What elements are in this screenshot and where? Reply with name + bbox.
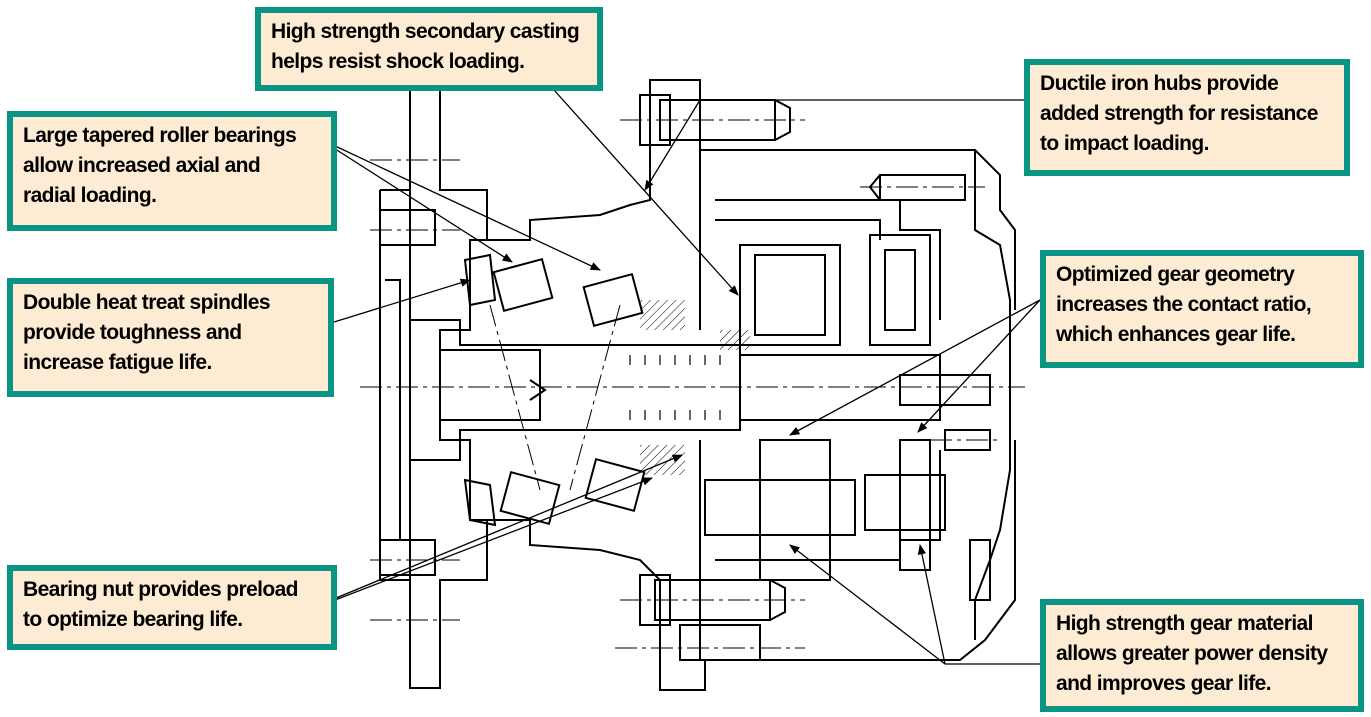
splines: [629, 355, 721, 420]
callout-heat-treat-spindles: Double heat treat spindles provide tough…: [7, 278, 334, 397]
callout-line: which enhances gear life.: [1056, 323, 1296, 346]
spindle-bore: [410, 319, 741, 461]
callout-line: allows greater power density: [1056, 642, 1328, 665]
callout-line: provide toughness and: [23, 321, 242, 344]
callout-tapered-bearings: Large tapered roller bearings allow incr…: [7, 111, 337, 231]
callout-gear-geometry: Optimized gear geometry increases the co…: [1040, 250, 1364, 368]
callout-line: increase fatigue life.: [23, 351, 212, 374]
callout-line: increases the contact ratio,: [1056, 293, 1312, 316]
wheel-studs: [379, 94, 991, 661]
callout-line: helps resist shock loading.: [271, 50, 525, 73]
callout-line: to optimize bearing life.: [23, 608, 243, 631]
callout-secondary-casting: High strength secondary casting helps re…: [255, 7, 603, 91]
callout-line: allow increased axial and: [23, 154, 261, 177]
tapered-bearing-lower: [463, 457, 646, 527]
callout-line: High strength secondary casting: [271, 20, 580, 43]
housing-outline: [379, 79, 1016, 691]
callout-gear-material: High strength gear material allows great…: [1040, 599, 1364, 712]
callout-line: added strength for resistance: [1040, 102, 1318, 125]
callout-bearing-nut: Bearing nut provides preload to optimize…: [7, 565, 337, 650]
callout-line: and improves gear life.: [1056, 672, 1272, 695]
callout-line: to impact loading.: [1040, 132, 1209, 155]
tapered-bearing-upper: [463, 253, 644, 328]
leader-lines: [277, 79, 1041, 665]
callout-line: Large tapered roller bearings: [23, 124, 297, 147]
callout-line: High strength gear material: [1056, 612, 1313, 635]
callout-line: Ductile iron hubs provide: [1040, 72, 1279, 95]
centerlines: [360, 119, 1025, 649]
callout-line: Bearing nut provides preload: [23, 578, 299, 601]
callout-line: radial loading.: [23, 184, 157, 207]
gear-stages: [704, 234, 991, 601]
callout-line: Optimized gear geometry: [1056, 263, 1295, 286]
callout-ductile-hubs: Ductile iron hubs provide added strength…: [1024, 59, 1350, 176]
callout-line: Double heat treat spindles: [23, 291, 271, 314]
